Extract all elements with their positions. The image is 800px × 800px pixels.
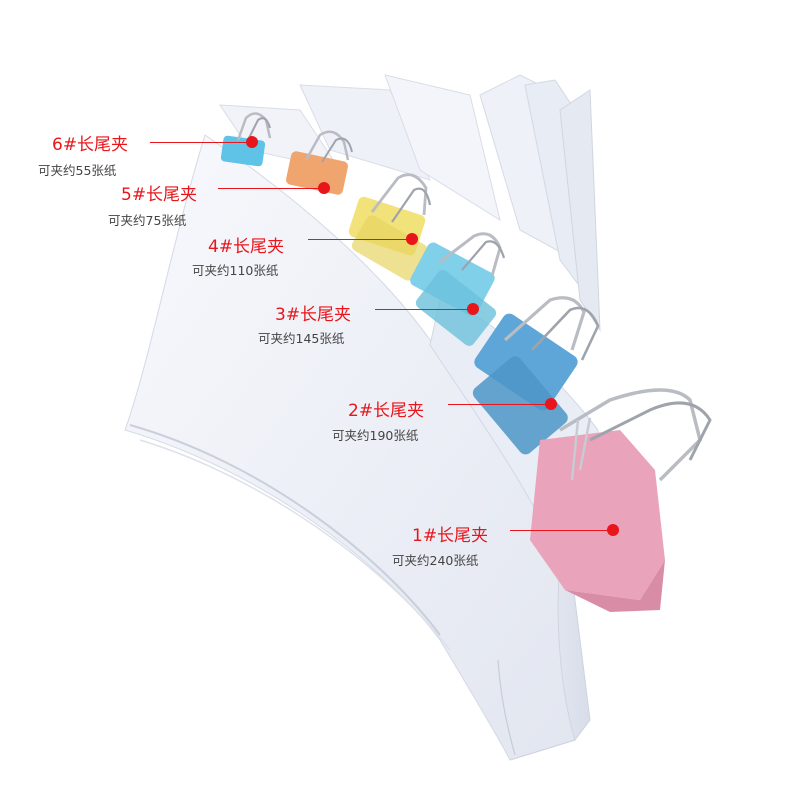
leader-line (218, 188, 324, 190)
marker-dot (607, 524, 619, 536)
clip-size-label: 2#长尾夹 (348, 401, 425, 421)
leader-line (448, 404, 550, 406)
clip-capacity-label: 可夹约190张纸 (332, 428, 419, 443)
clip-3-icon (410, 232, 506, 346)
marker-dot (467, 303, 479, 315)
marker-dot (318, 182, 330, 194)
clip-1-icon (530, 388, 712, 612)
clip-capacity-label: 可夹约145张纸 (258, 331, 345, 346)
clip-size-label: 3#长尾夹 (275, 305, 352, 325)
marker-dot (406, 233, 418, 245)
leader-line (510, 530, 610, 532)
clip-capacity-label: 可夹约240张纸 (392, 553, 479, 568)
clip-5-icon (286, 130, 353, 195)
leader-line (150, 142, 250, 144)
clip-capacity-label: 可夹约75张纸 (108, 213, 187, 228)
leader-line (375, 309, 473, 311)
marker-dot (545, 398, 557, 410)
clip-size-label: 6#长尾夹 (52, 135, 129, 155)
clip-capacity-label: 可夹约55张纸 (38, 163, 117, 178)
leader-line (308, 239, 412, 241)
clip-capacity-label: 可夹约110张纸 (192, 263, 279, 278)
clip-size-label: 5#长尾夹 (121, 185, 198, 205)
clip-size-label: 4#长尾夹 (208, 237, 285, 257)
marker-dot (246, 136, 258, 148)
clip-2-icon (472, 296, 600, 455)
clip-size-label: 1#长尾夹 (412, 526, 489, 546)
